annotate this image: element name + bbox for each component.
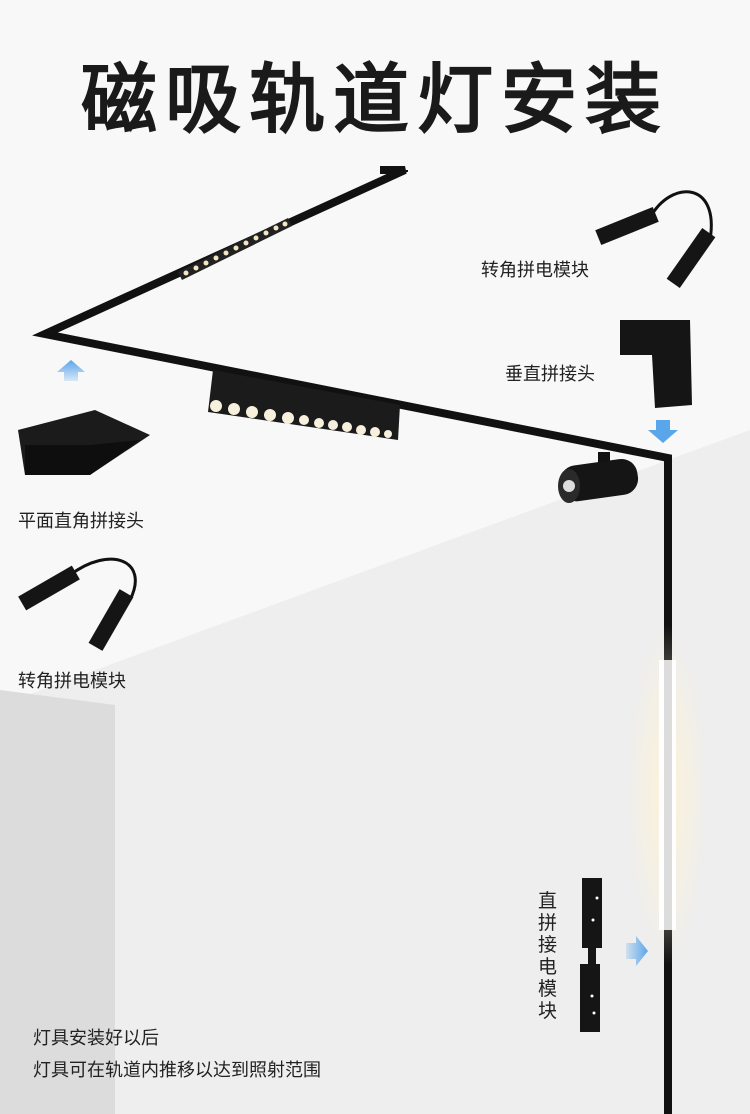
label-corner-power-module-top: 转角拼电模块 bbox=[481, 260, 589, 281]
grille-spotlight-fixture bbox=[208, 370, 400, 440]
corner-power-module-left-image bbox=[18, 557, 137, 651]
arrow-up-icon bbox=[57, 360, 85, 381]
label-flat-right-angle-connector: 平面直角拼接头 bbox=[18, 511, 144, 532]
left-wall bbox=[0, 690, 115, 1114]
note-line-2: 灯具可在轨道内推移以达到照射范围 bbox=[33, 1060, 321, 1081]
label-straight-power-module: 直拼接电模块 bbox=[538, 890, 558, 1022]
vertical-connector-image bbox=[620, 320, 692, 408]
flat-right-angle-connector-image bbox=[18, 410, 150, 475]
label-vertical-connector: 垂直拼接头 bbox=[505, 364, 595, 385]
straight-power-module-image bbox=[580, 878, 602, 1032]
wall-light-strip bbox=[627, 625, 707, 965]
right-wall bbox=[0, 430, 750, 1114]
arrow-right-icon bbox=[626, 936, 648, 966]
grille-light-in-track bbox=[178, 217, 292, 281]
cylinder-spotlight bbox=[558, 452, 639, 503]
label-corner-power-module-left: 转角拼电模块 bbox=[18, 671, 126, 692]
arrow-down-icon bbox=[648, 420, 678, 443]
corner-power-module-top-image bbox=[595, 190, 716, 288]
page-title: 磁吸轨道灯安装 bbox=[81, 55, 669, 144]
note-line-1: 灯具安装好以后 bbox=[33, 1028, 159, 1049]
